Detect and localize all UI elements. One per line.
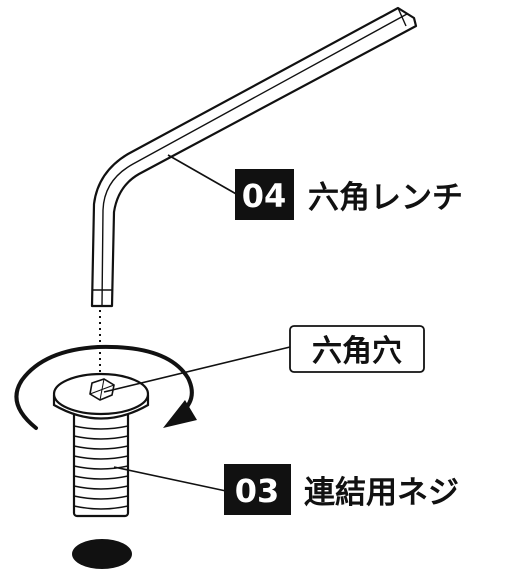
wrench-callout: 04 六角レンチ — [235, 169, 463, 220]
screw-label: 連結用ネジ — [304, 475, 459, 511]
wrench-number: 04 — [242, 177, 287, 215]
screw-number-badge — [224, 464, 291, 515]
wrench-label: 六角レンチ — [308, 180, 463, 216]
hole-callout: 六角穴 — [289, 325, 425, 373]
hole-label: 六角穴 — [312, 334, 402, 369]
wrench-leader-line — [167, 154, 239, 196]
screw-number: 03 — [235, 472, 280, 510]
screw-leader-line — [113, 466, 227, 492]
screw-callout: 03 連結用ネジ — [224, 464, 459, 515]
hole-label-box — [289, 325, 425, 373]
wrench-number-badge — [235, 169, 294, 220]
hole-leader-line — [103, 346, 291, 393]
hex-wrench-icon — [90, 6, 418, 308]
hex-socket-screw-icon — [52, 372, 150, 420]
rotation-arrow-icon — [14, 344, 197, 430]
hole-icon — [72, 539, 132, 569]
screw-shank — [72, 410, 130, 518]
